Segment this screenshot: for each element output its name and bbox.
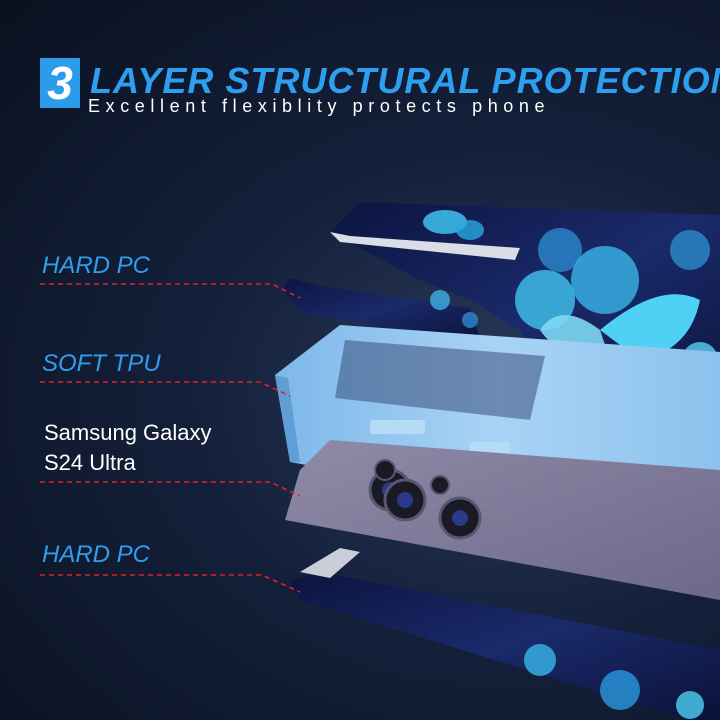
label-soft-tpu: SOFT TPU xyxy=(42,350,161,377)
label-hard-pc-top: HARD PC xyxy=(42,252,151,279)
layer-count-badge: 3 xyxy=(40,58,80,108)
phone-illustration xyxy=(285,440,720,600)
page-title: LAYER STRUCTURAL PROTECTION xyxy=(90,60,720,101)
hard-pc-bottom-strip xyxy=(290,548,720,720)
hard-pc-side-strip xyxy=(282,278,480,342)
label-phone-model-line1: Samsung Galaxy xyxy=(44,420,212,445)
label-phone-model-line2: S24 Ultra xyxy=(44,450,136,475)
page-subtitle: Excellent flexiblity protects phone xyxy=(88,96,551,116)
leader-lines xyxy=(40,283,301,593)
volume-button-cover xyxy=(370,420,425,434)
label-hard-pc-bottom: HARD PC xyxy=(42,541,151,568)
